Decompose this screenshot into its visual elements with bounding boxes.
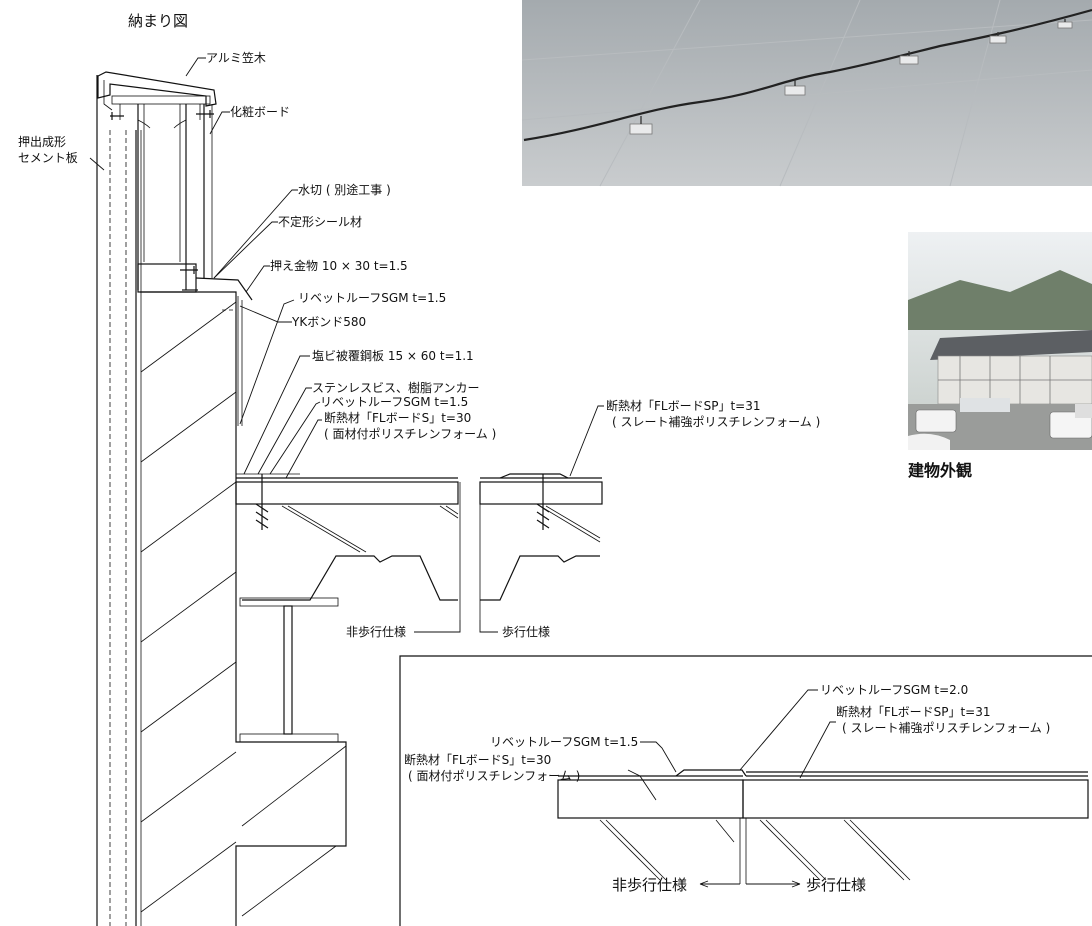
roof-photo	[521, 0, 1092, 187]
label-insul-s-2: ( 面材付ポリスチレンフォーム )	[324, 427, 496, 441]
label-cement-board-2: セメント板	[18, 151, 78, 165]
label-yk-bond: YKボンド580	[291, 315, 366, 329]
building-caption: 建物外観	[908, 461, 972, 480]
label-insul-sp-2: ( スレート補強ポリスチレンフォーム )	[612, 415, 820, 429]
detail-insul-s-2: ( 面材付ポリスチレンフォーム )	[408, 769, 580, 783]
label-osae: 押え金物 10 × 30 t=1.5	[270, 258, 408, 273]
label-pvc-steel: 塩ビ被覆鋼板 15 × 60 t=1.1	[312, 348, 474, 363]
labels: アルミ笠木 押出成形 セメント板 化粧ボード 水切 ( 別途工事 ) 不定形シー…	[18, 50, 820, 639]
label-walk: 歩行仕様	[502, 624, 550, 639]
label-non-walk: 非歩行仕様	[346, 624, 406, 639]
detail-insul-s-1: 断熱材「FLボードS」t=30	[404, 752, 551, 767]
label-rivet-roof-2: リベットルーフSGM t=1.5	[320, 395, 468, 409]
label-cosmetic-board: 化粧ボード	[230, 105, 290, 119]
detail-insul-sp-1: 断熱材「FLボードSP」t=31	[836, 704, 990, 719]
label-mizukiri: 水切 ( 別途工事 )	[298, 182, 391, 197]
label-insul-s-1: 断熱材「FLボードS」t=30	[324, 410, 471, 425]
section-drawing	[96, 71, 603, 926]
detail-inset: リベットルーフSGM t=1.5 リベットルーフSGM t=2.0 断熱材「FL…	[399, 655, 1092, 926]
label-cement-board-1: 押出成形	[18, 135, 66, 149]
label-insul-sp-1: 断熱材「FLボードSP」t=31	[606, 398, 760, 413]
label-alumi-cap: アルミ笠木	[206, 50, 266, 65]
detail-rivet-20: リベットルーフSGM t=2.0	[820, 683, 968, 697]
label-rivet-roof-1: リベットルーフSGM t=1.5	[298, 291, 446, 305]
building-photo	[908, 232, 1092, 450]
detail-walk: 歩行仕様	[806, 876, 866, 894]
label-seal: 不定形シール材	[278, 214, 362, 229]
detail-rivet-15: リベットルーフSGM t=1.5	[490, 735, 638, 749]
diagram-title: 納まり図	[128, 12, 188, 30]
label-screw: ステンレスビス、樹脂アンカー	[312, 380, 480, 395]
detail-insul-sp-2: ( スレート補強ポリスチレンフォーム )	[842, 721, 1050, 735]
detail-non-walk: 非歩行仕様	[612, 876, 687, 894]
